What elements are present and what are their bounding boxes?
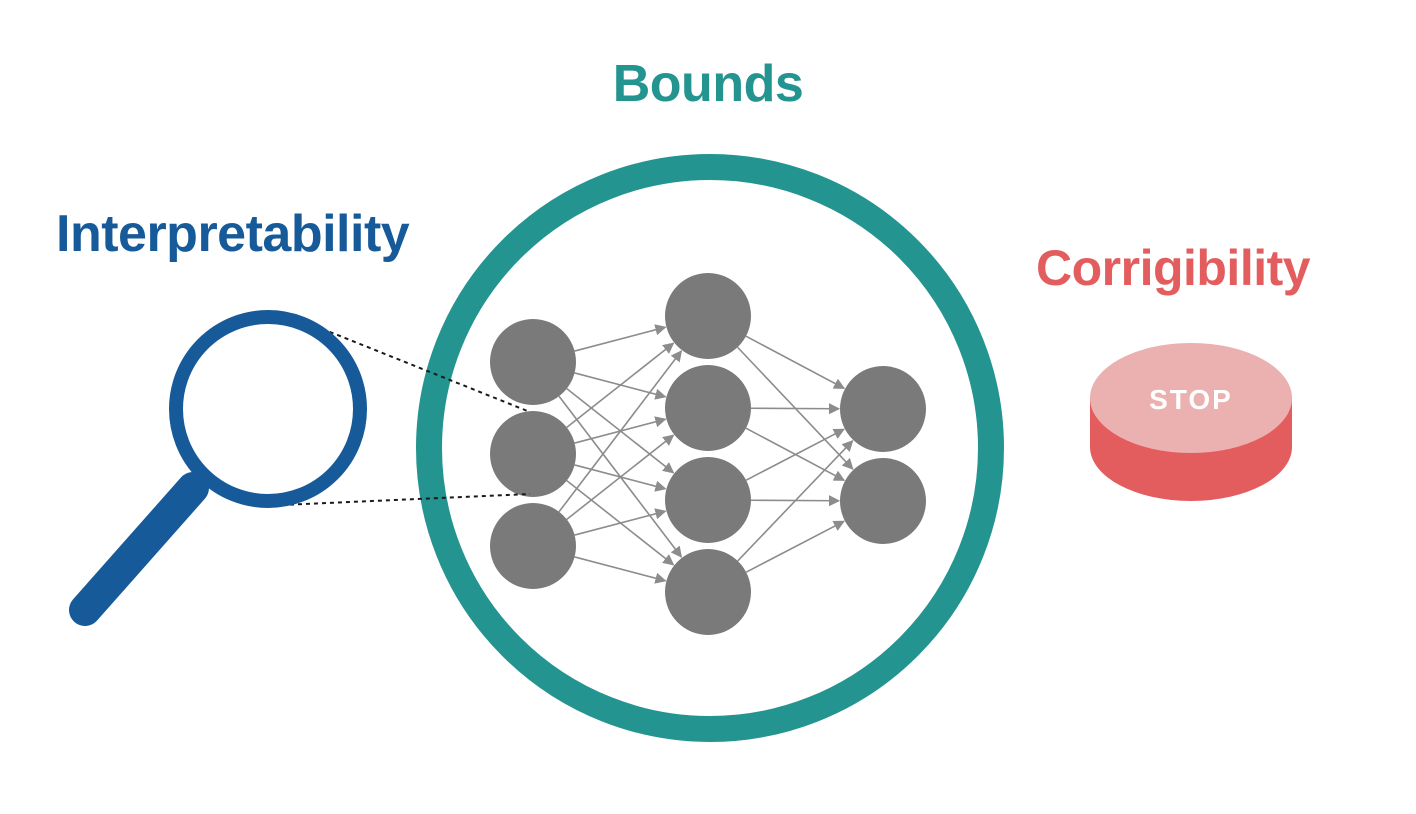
network-node <box>665 457 751 543</box>
magnifier-zoom-line-bottom <box>281 493 531 506</box>
stop-button-label: STOP <box>1149 384 1233 415</box>
network-node <box>665 549 751 635</box>
magnifier-zoom-line-top <box>299 319 531 413</box>
network-edge <box>558 350 683 513</box>
network-nodes <box>490 273 926 635</box>
magnifying-glass-icon <box>69 310 531 626</box>
network-node <box>490 503 576 589</box>
network-edge <box>574 508 667 536</box>
network-edge <box>574 556 667 584</box>
network-edge <box>750 403 841 415</box>
network-edge <box>566 342 675 429</box>
bounds-label: Bounds <box>612 55 804 113</box>
network-edge <box>566 434 675 521</box>
network-edge <box>745 428 845 481</box>
network-node <box>840 458 926 544</box>
bounds-ring <box>416 154 1004 742</box>
network-edge <box>737 439 854 562</box>
network-edge <box>574 324 667 352</box>
stop-button-icon: STOP <box>1090 343 1292 501</box>
magnifier-handle <box>69 472 209 626</box>
network-edge <box>745 520 845 573</box>
network-node <box>490 411 576 497</box>
network-node <box>665 365 751 451</box>
network-node <box>665 273 751 359</box>
interpretability-label: Interpretability <box>56 205 410 263</box>
network-edges <box>558 324 854 584</box>
stop-button-top <box>1090 343 1292 453</box>
network-node <box>840 366 926 452</box>
magnifier-lens <box>169 310 367 508</box>
network-edge <box>745 335 846 390</box>
network-node <box>490 319 576 405</box>
corrigibility-label: Corrigibility <box>1036 240 1311 296</box>
